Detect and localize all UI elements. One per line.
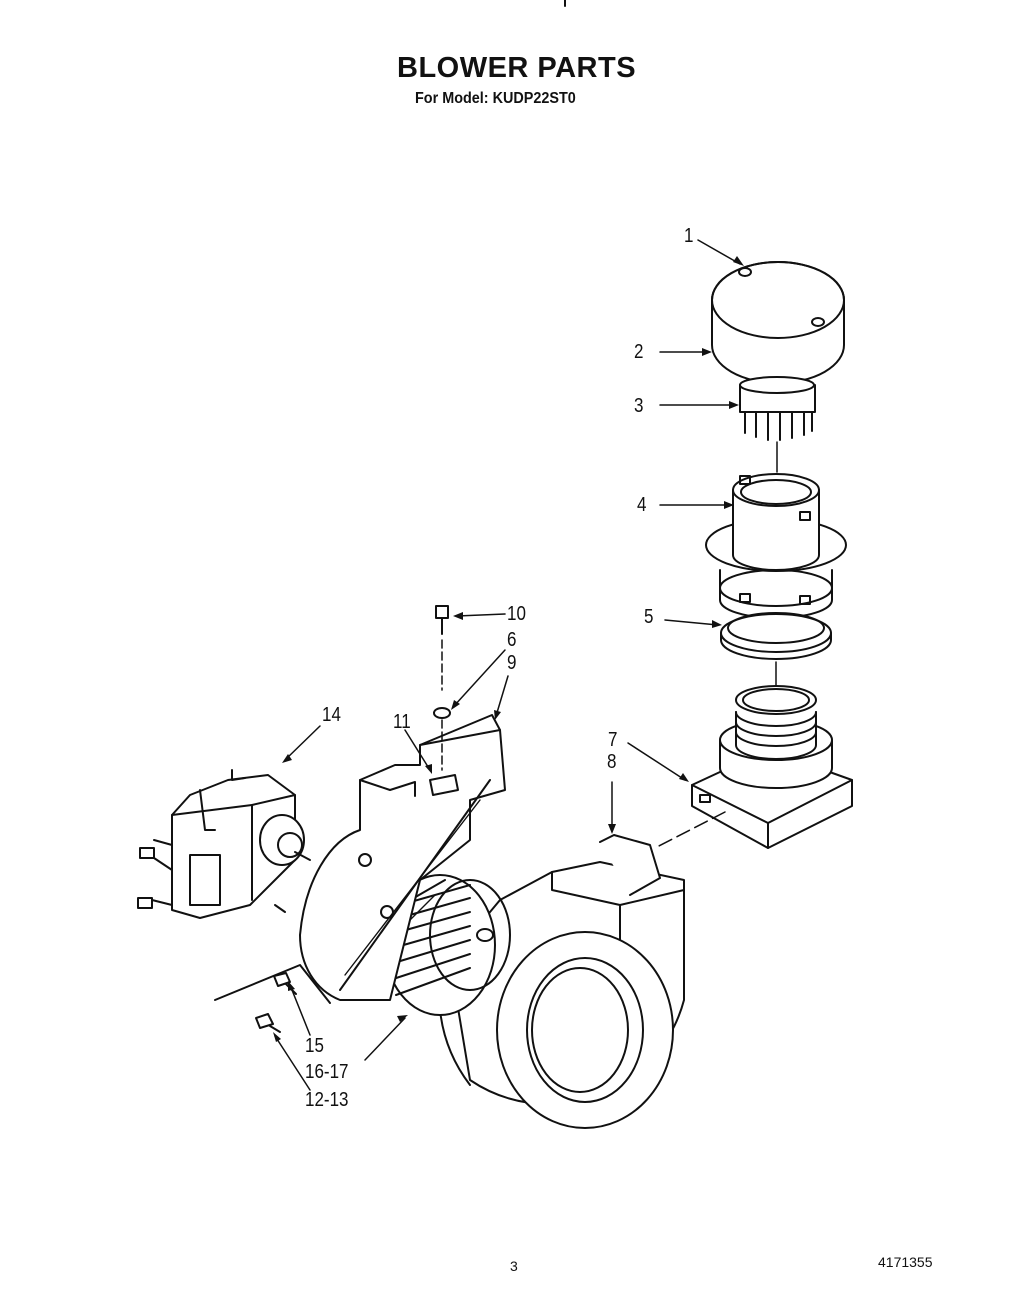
callout-15: 15 xyxy=(305,1035,324,1057)
model-subtitle: For Model: KUDP22ST0 xyxy=(415,90,576,107)
part-5-ring xyxy=(720,612,832,660)
page-title: BLOWER PARTS xyxy=(397,52,637,84)
callout-3: 3 xyxy=(634,395,644,417)
callout-11: 11 xyxy=(393,711,411,733)
page-number: 3 xyxy=(510,1258,518,1274)
callout-4: 4 xyxy=(637,494,647,516)
callout-10: 10 xyxy=(507,603,526,625)
callout-1: 1 xyxy=(684,225,694,247)
callout-6: 6 xyxy=(507,629,517,651)
part-9-side-plate xyxy=(299,714,506,1001)
callout-8: 8 xyxy=(607,751,617,773)
callout-12-13: 12-13 xyxy=(305,1089,349,1111)
part-3-connector xyxy=(739,376,816,441)
callout-7: 7 xyxy=(608,729,618,751)
blower-housing xyxy=(439,834,685,1129)
part-12-13-screw xyxy=(214,964,331,1033)
callout-2: 2 xyxy=(634,341,644,363)
leader-arrowheads xyxy=(273,256,744,1042)
part-14-motor xyxy=(137,769,311,919)
part-10-screw xyxy=(435,605,449,691)
callout-14: 14 xyxy=(322,704,341,726)
callout-9: 9 xyxy=(507,652,517,674)
document-number: 4171355 xyxy=(878,1254,933,1270)
callout-16-17: 16-17 xyxy=(305,1061,349,1083)
part-6-washer xyxy=(433,707,451,771)
part-2-cap xyxy=(711,261,845,384)
part-7-8-base xyxy=(691,685,853,849)
part-4-sleeve xyxy=(705,473,847,619)
callout-5: 5 xyxy=(644,606,654,628)
leader-lines xyxy=(274,239,741,1091)
